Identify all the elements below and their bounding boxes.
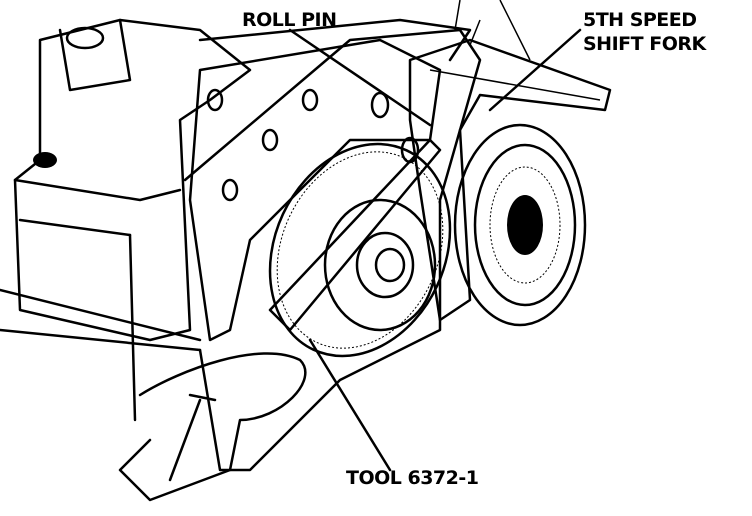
shift-fork-leader	[488, 28, 582, 112]
tool-leader	[308, 338, 392, 472]
shift-fork	[408, 0, 612, 322]
transmission-case	[13, 18, 472, 422]
label-shift-fork-line2: SHIFT FORK	[583, 33, 706, 55]
leader-lines	[288, 28, 582, 472]
roll-pin-leader	[288, 28, 432, 127]
case-flange	[183, 28, 482, 472]
label-roll-pin: ROLL PIN	[242, 9, 337, 31]
label-shift-fork-line1: 5TH SPEED	[583, 9, 697, 31]
label-tool: TOOL 6372-1	[346, 467, 479, 489]
synchronizer-assembly	[453, 123, 587, 327]
tool-and-hand	[0, 138, 442, 502]
fifth-gear	[268, 142, 452, 358]
